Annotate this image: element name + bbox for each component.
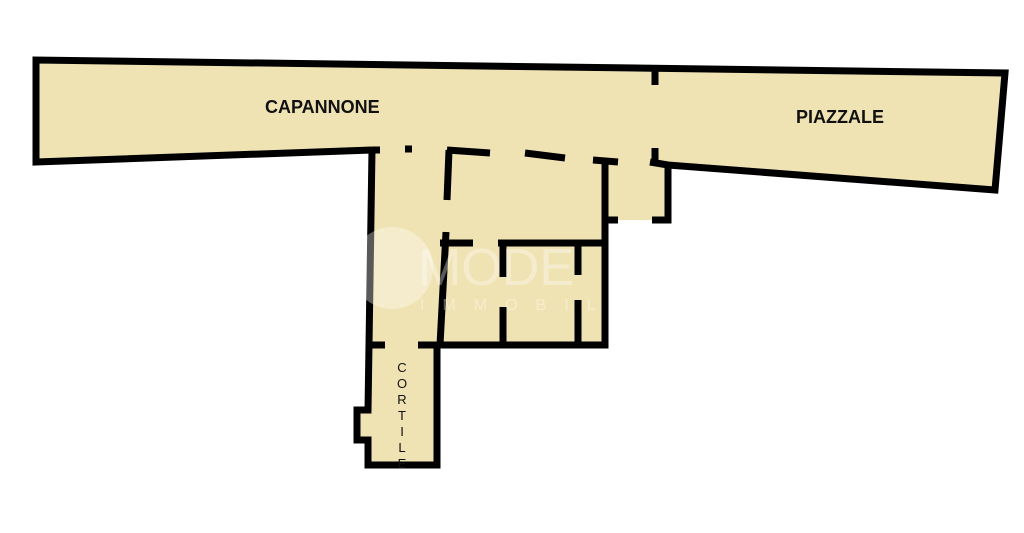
outer-walls <box>32 56 1009 469</box>
watermark-text: MODE <box>418 239 574 297</box>
room-label-cortile: CORTILE <box>395 360 410 472</box>
room-label-capannone: CAPANNONE <box>265 97 380 117</box>
interior-walls <box>372 65 669 349</box>
watermark-logo: MODE IMMOBILI <box>351 227 636 314</box>
floor-area <box>36 60 1005 465</box>
svg-text:IMMOBILI: IMMOBILI <box>420 297 636 314</box>
room-label-piazzale: PIAZZALE <box>796 107 884 127</box>
